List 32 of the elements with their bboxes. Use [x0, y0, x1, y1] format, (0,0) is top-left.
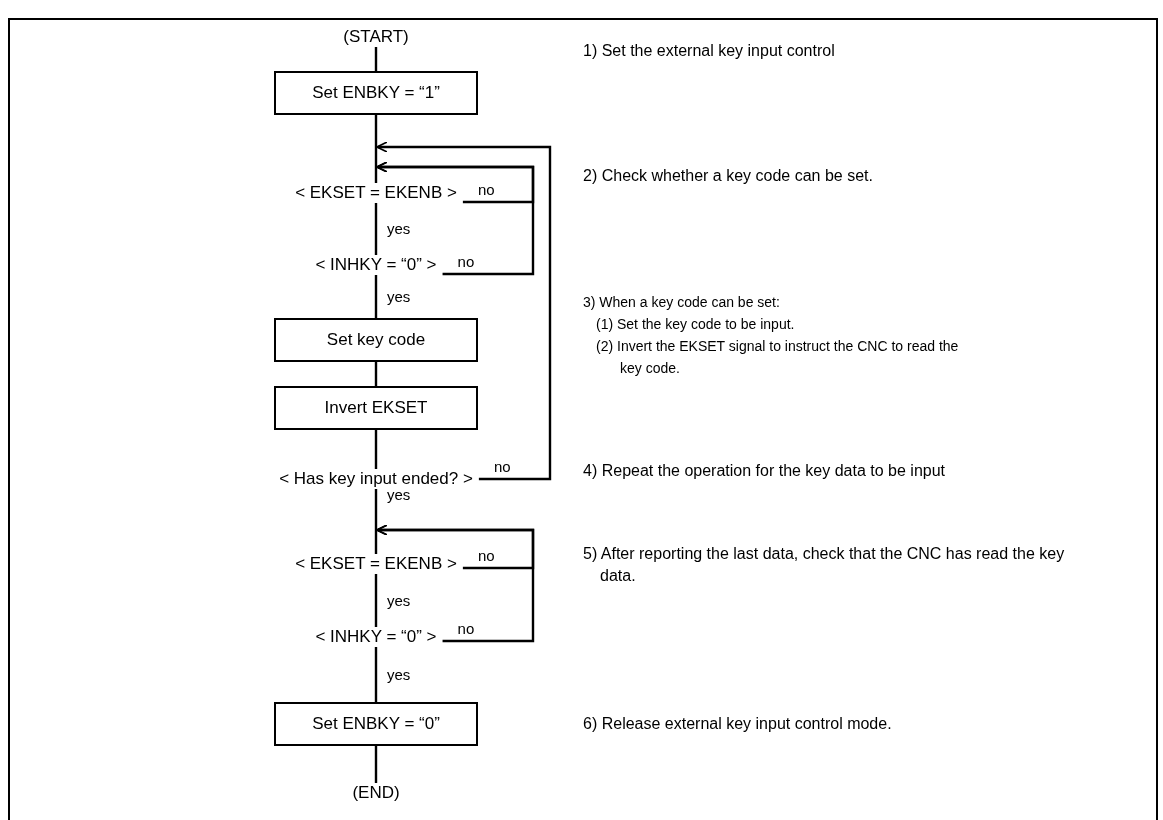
step-note: 1) Set the external key input control: [583, 41, 835, 61]
step-note: 5) After reporting the last data, check that the CNC has read the key data.: [583, 544, 1066, 586]
flow-line: [374, 746, 378, 783]
flow-line: [374, 115, 378, 183]
decision-text: < EKSET = EKENB >: [295, 183, 457, 203]
step-note: 2) Check whether a key code can be set.: [583, 166, 873, 186]
terminal-label: (END): [352, 783, 400, 803]
loop-arrow: [376, 161, 535, 276]
decision-text: < Has key input ended? >: [279, 469, 473, 489]
step-note: 6) Release external key input control mode.: [583, 714, 892, 734]
decision-text: < INHKY = “0” >: [315, 255, 437, 275]
flow-line: [374, 275, 378, 318]
flow-line: [374, 47, 378, 71]
flow-line: [374, 647, 378, 702]
loop-arrow: [376, 524, 535, 643]
flow-line: [374, 574, 378, 627]
process-box: Set key code: [274, 318, 478, 362]
terminal-label: (START): [343, 27, 409, 47]
process-box: Set ENBKY = “0”: [274, 702, 478, 746]
step-note: (2) Invert the EKSET signal to instruct the CNC to read the key code.: [596, 337, 960, 378]
step-note: 3) When a key code can be set:: [583, 293, 780, 312]
decision-text: < INHKY = “0” >: [315, 627, 437, 647]
decision-text: < EKSET = EKENB >: [295, 554, 457, 574]
flow-line: [374, 430, 378, 469]
step-note: 4) Repeat the operation for the key data to be input: [583, 461, 946, 481]
process-box: Set ENBKY = “1”: [274, 71, 478, 115]
process-box: Invert EKSET: [274, 386, 478, 430]
flow-line: [374, 203, 378, 255]
step-note: (1) Set the key code to be input.: [596, 315, 795, 334]
flow-line: [374, 489, 378, 554]
loop-arrow: [376, 141, 552, 481]
flow-line: [374, 362, 378, 386]
